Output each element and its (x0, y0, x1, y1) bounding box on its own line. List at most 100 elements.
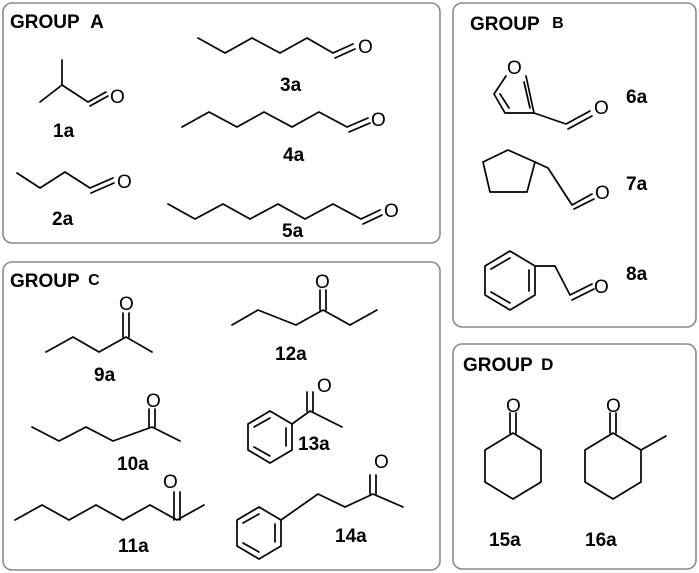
oxygen-atom: O (595, 183, 610, 204)
oxygen-atom: O (119, 294, 134, 315)
group-c-title: GROUP C (10, 271, 100, 292)
compound-13a: O 13a (247, 376, 343, 464)
compound-label-6a: 6a (626, 87, 648, 108)
compound-label-3a: 3a (280, 75, 302, 96)
structure-6a-ring (493, 75, 535, 114)
structure-1a (39, 59, 107, 103)
group-b-title: GROUP B (470, 14, 564, 35)
oxygen-atom: O (384, 201, 399, 222)
ring-double-bonds-13a (253, 417, 287, 457)
ring-double-bonds-8a (490, 257, 530, 304)
compound-5a: O 5a (167, 201, 399, 242)
oxygen-atom: O (606, 396, 621, 417)
compound-11a: O 11a (14, 472, 205, 557)
compound-7a: O 7a (482, 149, 648, 210)
group-b-frame (452, 2, 697, 328)
compound-12a: O 12a (231, 272, 378, 365)
group-c-panel: GROUP C O 9a O 10a O 11a O (2, 261, 441, 571)
double-bond-15a (509, 412, 517, 434)
compound-8a: O 8a (484, 250, 648, 311)
compound-3a: O 3a (197, 37, 373, 96)
oxygen-atom: O (594, 98, 609, 119)
compound-9a: O 9a (45, 294, 153, 386)
oxygen-atom: O (317, 376, 332, 397)
compound-label-1a: 1a (53, 121, 75, 142)
ring-double-bond-6a (499, 93, 510, 109)
oxygen-atom: O (315, 272, 330, 293)
compound-label-13a: 13a (298, 434, 330, 455)
compound-label-16a: 16a (585, 530, 617, 551)
oxygen-atom: O (110, 87, 125, 108)
methyl-16a (640, 435, 667, 451)
compound-label-14a: 14a (335, 526, 367, 547)
structure-3a (197, 37, 354, 54)
structure-11a (14, 504, 205, 521)
compound-14a: O 14a (236, 452, 404, 560)
ring-double-bonds-14a (242, 513, 276, 553)
double-bond-3a (334, 48, 356, 59)
oxygen-atom: O (371, 110, 386, 131)
compound-16a: O 16a (584, 396, 667, 551)
double-bond-7a (573, 198, 595, 210)
compound-label-9a: 9a (94, 365, 116, 386)
group-d-frame (452, 343, 697, 570)
compound-15a: O 15a (484, 396, 542, 551)
oxygen-atom: O (594, 277, 609, 298)
oxygen-atom: O (374, 452, 389, 473)
compound-label-8a: 8a (626, 264, 648, 285)
compound-label-4a: 4a (283, 145, 305, 166)
double-bond-10a (148, 408, 156, 428)
compound-label-12a: 12a (275, 344, 307, 365)
double-bond-8a (571, 288, 595, 301)
ketone-chain-14a (280, 493, 404, 521)
structure-12a (231, 309, 378, 326)
double-bond-14a (369, 474, 377, 495)
oxygen-atom: O (146, 391, 161, 412)
compound-label-5a: 5a (282, 221, 304, 242)
compound-label-11a: 11a (118, 536, 149, 557)
oxygen-atom: O (358, 37, 373, 58)
aldehyde-chain-7a (534, 161, 593, 206)
aldehyde-chain-8a (534, 265, 593, 296)
double-bond-4a (348, 122, 371, 133)
structure-4a (181, 111, 369, 128)
aldehyde-chain-6a (533, 110, 591, 125)
compound-label-7a: 7a (626, 174, 648, 195)
group-d-title: GROUP D (463, 355, 553, 376)
oxygen-atom: O (117, 172, 132, 193)
group-d-panel: GROUP D O 15a O 16a (452, 343, 697, 570)
group-c-frame (2, 261, 441, 571)
structure-2a (16, 171, 114, 189)
double-bond-12a (319, 289, 327, 311)
structure-15a-ring (484, 432, 542, 500)
ring-double-bond-6a-2 (523, 81, 531, 109)
structure-7a-ring (482, 149, 536, 193)
compound-4a: O 4a (181, 110, 386, 166)
oxygen-atom: O (506, 396, 521, 417)
double-bond-11a (173, 491, 181, 521)
group-a-title: GROUP A (10, 12, 104, 33)
double-bond-13a (306, 391, 314, 412)
compound-label-10a: 10a (117, 454, 149, 475)
group-a-panel: GROUP A O 1a O 2a O 3a O 4 (2, 2, 441, 244)
ketone-chain-13a (291, 410, 343, 428)
group-b-panel: GROUP B O O 6a O 7a O (452, 2, 697, 328)
compound-label-2a: 2a (52, 209, 74, 230)
structure-10a (31, 426, 181, 442)
compound-6a: O O 6a (493, 58, 648, 130)
structure-9a (45, 336, 153, 353)
oxygen-atom: O (163, 472, 178, 493)
double-bond-9a (122, 312, 130, 338)
structure-5a (167, 203, 381, 220)
compound-1a: O 1a (39, 59, 125, 142)
double-bond-2a (90, 182, 115, 194)
compound-10a: O 10a (31, 391, 181, 475)
double-bond-5a (362, 214, 383, 225)
double-bond-16a (609, 412, 617, 434)
oxygen-atom: O (507, 58, 522, 79)
double-bond-1a (89, 95, 109, 107)
double-bond-6a (567, 115, 593, 130)
compound-label-15a: 15a (489, 530, 521, 551)
compound-2a: O 2a (16, 171, 132, 230)
